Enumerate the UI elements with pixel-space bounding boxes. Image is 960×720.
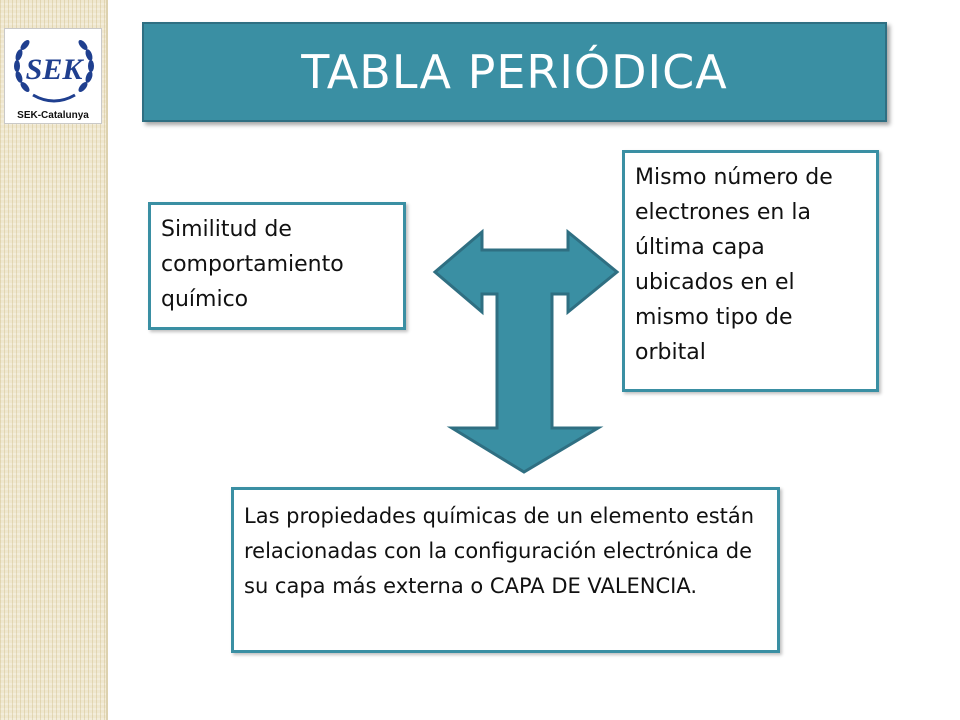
- box-mismo-numero: Mismo número de electrones en la última …: [622, 150, 879, 392]
- box-similitud: Similitud de comportamiento químico: [148, 202, 406, 330]
- logo-caption: SEK-Catalunya: [17, 110, 89, 121]
- box-propiedades: Las propiedades químicas de un elemento …: [231, 487, 780, 653]
- laurel-icon: SEK: [14, 40, 94, 103]
- page-title: TABLA PERIÓDICA: [301, 45, 728, 99]
- sek-logo: SEK SEK-Catalunya: [4, 28, 102, 124]
- title-bar: TABLA PERIÓDICA: [142, 22, 887, 122]
- logo-letters: SEK: [26, 53, 85, 86]
